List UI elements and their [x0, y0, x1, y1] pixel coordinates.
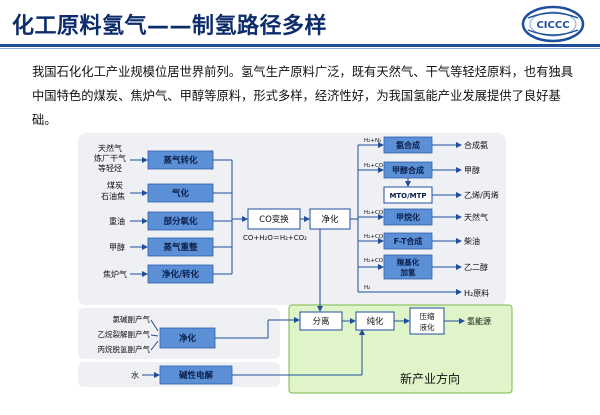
synthesis-methanol-label: 甲醇合成 — [392, 165, 424, 175]
process-steam-conversion-label: 蒸气转化 — [163, 155, 198, 166]
title-underline-thin — [0, 48, 600, 49]
feedstock-light-hydrocarbons: 等轻烃 — [98, 163, 122, 173]
synthesis-methanation-label: 甲烷化 — [396, 212, 420, 222]
product-methanol: 甲醇 — [464, 165, 480, 175]
electrolysis-label: 碱性电解 — [179, 370, 214, 381]
title-underline — [0, 44, 600, 47]
new-industry-direction-label: 新产业方向 — [400, 371, 460, 386]
byproduct-ethane-cracking: 乙烷裂解副产气 — [98, 329, 151, 339]
synthesis-ammonia-label: 氨合成 — [396, 140, 420, 150]
watermark-text: 新能源 — [566, 368, 596, 381]
process-purify-convert-label: 净化/转化 — [162, 269, 200, 280]
feed-gas-h2-co-3: H₂+CO — [364, 234, 384, 240]
water-label: 水 — [131, 370, 139, 380]
process-gasification-label: 气化 — [171, 188, 190, 199]
feedstock-natural-gas: 天然气 — [98, 143, 122, 153]
intro-paragraph: 我国石化化工产业规模位居世界前列。氢气生产原料广泛，既有天然气、干气等轻烃原料，… — [32, 65, 574, 127]
purification-new-label: 纯化 — [366, 316, 384, 327]
product-diesel: 柴油 — [464, 236, 480, 246]
feed-gas-h2-co-1: H₂+CO — [364, 163, 384, 169]
feedstock-refinery-dry-gas: 炼厂干气 — [94, 153, 126, 163]
compress-label: 压缩 — [420, 311, 435, 321]
page-title: 化工原料氢气——制氢路径多样 — [12, 14, 328, 39]
watermark: 新能源 — [545, 364, 596, 384]
watermark-icon — [545, 364, 565, 384]
new-industry-area — [288, 304, 513, 394]
feed-gas-h2: H₂ — [364, 285, 370, 291]
product-synthetic-ammonia: 合成氨 — [464, 140, 488, 150]
product-h2-feedstock: H₂原料 — [464, 288, 489, 298]
product-olefins: 乙烯/丙烯 — [464, 190, 499, 200]
feedstock-coal: 煤炭 — [107, 180, 123, 190]
cicccc-logo-icon: CICCC — [521, 5, 585, 43]
separation-label: 分离 — [312, 316, 329, 327]
product-natural-gas: 天然气 — [464, 212, 488, 222]
feed-gas-h2-co-2: H₂+CO — [364, 210, 384, 216]
synthesis-carbonylation-label-1: 羰基化 — [396, 257, 420, 267]
purification-label: 净化 — [321, 214, 339, 225]
co-shift-equation: CO+H₂O＝H₂+CO₂ — [243, 234, 307, 242]
co-shift-label: CO变换 — [259, 214, 289, 225]
process-steam-reforming-label: 蒸气重整 — [163, 242, 198, 253]
feed-gas-h2-n2: H₂+N₂ — [364, 138, 381, 144]
feedstock-coke-oven-gas: 焦炉气 — [103, 269, 127, 279]
feedstock-methanol: 甲醇 — [109, 242, 125, 252]
liquefy-label: 液化 — [420, 322, 435, 332]
byproduct-propane-dehydro: 丙烷脱氢副产气 — [98, 344, 151, 354]
hydrogen-energy-label: 氢能源 — [467, 316, 491, 326]
synthesis-ft-label: F-T合成 — [394, 236, 423, 246]
process-partial-oxidation-label: 部分氧化 — [163, 216, 198, 227]
synthesis-mto-label: MTO/MTP — [389, 192, 426, 200]
byproduct-purify-label: 净化 — [179, 333, 197, 344]
logo-text: CICCC — [536, 20, 569, 31]
feed-gas-h2-co-4: H₂+CO — [364, 258, 384, 264]
product-ethylene-glycol: 乙二醇 — [464, 262, 488, 272]
synthesis-carbonylation-label-2: 加氢 — [400, 267, 416, 277]
feedstock-petroleum-coke: 石油焦 — [101, 191, 125, 201]
feedstock-heavy-oil: 重油 — [109, 216, 125, 226]
byproduct-chlor-alkali: 氯碱副产气 — [113, 314, 151, 324]
